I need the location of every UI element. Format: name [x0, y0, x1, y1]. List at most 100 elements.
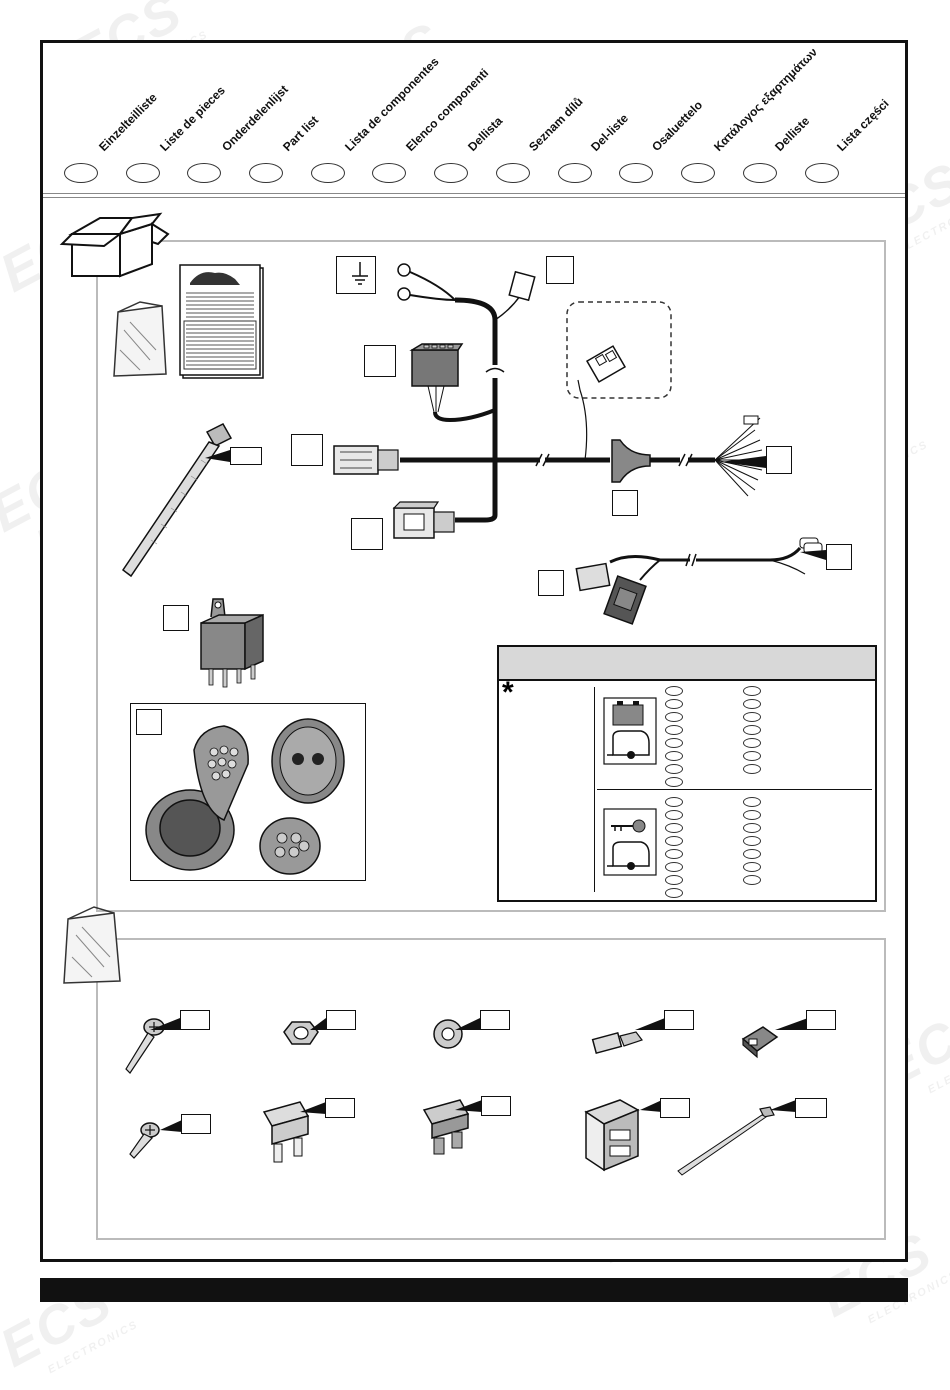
language-checkbox[interactable] — [496, 163, 530, 183]
function-checkbox[interactable] — [743, 699, 761, 709]
long-cable-tie-icon — [677, 1106, 775, 1176]
part-number-box — [364, 345, 396, 377]
control-module-icon — [409, 343, 464, 413]
function-table — [497, 645, 877, 902]
function-checkbox[interactable] — [743, 823, 761, 833]
short-screw-icon — [129, 1122, 160, 1159]
ground-symbol-box — [336, 256, 376, 294]
wiring-harness-diagram — [397, 263, 823, 581]
function-checkbox[interactable] — [743, 797, 761, 807]
plug-connector-icon — [575, 562, 647, 625]
function-checkbox[interactable] — [665, 797, 683, 807]
language-checkbox[interactable] — [681, 163, 715, 183]
header-separator — [43, 193, 905, 194]
language-checkbox[interactable] — [126, 163, 160, 183]
part-number-box — [351, 518, 383, 550]
nut-icon — [283, 1021, 319, 1045]
function-checkbox[interactable] — [665, 810, 683, 820]
function-checkbox[interactable] — [665, 686, 683, 696]
language-checkbox[interactable] — [249, 163, 283, 183]
function-checkbox[interactable] — [665, 738, 683, 748]
callout-pointers — [150, 450, 826, 1132]
function-checkbox[interactable] — [743, 712, 761, 722]
language-checkbox[interactable] — [619, 163, 653, 183]
function-checkbox[interactable] — [665, 836, 683, 846]
part-number-box — [180, 1010, 210, 1030]
part-number-box — [325, 1098, 355, 1118]
dashed-connector-callout — [566, 301, 672, 399]
function-checkbox[interactable] — [743, 836, 761, 846]
spade-terminal-icon — [591, 1031, 643, 1055]
wire-connector-icon — [741, 1026, 779, 1059]
function-checkbox[interactable] — [665, 849, 683, 859]
function-checkbox[interactable] — [743, 738, 761, 748]
function-checkbox[interactable] — [665, 823, 683, 833]
part-number-box — [230, 447, 262, 465]
function-checkbox[interactable] — [665, 699, 683, 709]
header-separator — [43, 197, 905, 198]
mounting-plate-icon — [271, 718, 345, 804]
asterisk-mark: * — [502, 676, 514, 709]
relay-icon — [200, 598, 264, 688]
function-checkbox[interactable] — [743, 810, 761, 820]
lock-washer-icon — [433, 1019, 463, 1049]
mounting-bracket-icon — [584, 1099, 640, 1172]
language-checkbox[interactable] — [743, 163, 777, 183]
instruction-sheet-icon — [179, 264, 264, 379]
function-checkbox[interactable] — [743, 862, 761, 872]
table-divider — [594, 687, 595, 892]
part-number-box — [481, 1096, 511, 1116]
bag-icon — [113, 301, 167, 377]
part-number-box — [181, 1114, 211, 1134]
socket-insert-icon — [259, 817, 321, 875]
ignition-caravan-icon — [603, 808, 657, 876]
function-table-header — [499, 647, 875, 681]
function-checkbox[interactable] — [665, 777, 683, 787]
part-number-box — [136, 709, 162, 735]
part-number-box — [612, 490, 638, 516]
small-parts-bag-icon — [63, 906, 121, 984]
part-number-box — [163, 605, 189, 631]
screw-icon — [125, 1018, 165, 1074]
footer-bar — [40, 1278, 908, 1302]
language-checkbox[interactable] — [311, 163, 345, 183]
part-number-box — [546, 256, 574, 284]
function-checkbox[interactable] — [665, 764, 683, 774]
function-checkbox[interactable] — [665, 862, 683, 872]
language-checkbox[interactable] — [372, 163, 406, 183]
function-checkbox[interactable] — [665, 875, 683, 885]
language-checkbox[interactable] — [64, 163, 98, 183]
function-checkbox[interactable] — [665, 712, 683, 722]
language-checkbox[interactable] — [805, 163, 839, 183]
function-checkbox[interactable] — [665, 725, 683, 735]
ground-icon — [352, 262, 368, 285]
vehicle-connector-icon — [333, 445, 399, 475]
box-icon — [59, 212, 170, 278]
part-number-box — [795, 1098, 827, 1118]
function-checkbox[interactable] — [665, 751, 683, 761]
blade-fuse-icon — [422, 1099, 470, 1155]
small-parts-panel — [96, 938, 886, 1240]
table-divider — [597, 789, 872, 790]
function-checkbox[interactable] — [665, 888, 683, 898]
part-number-box — [660, 1098, 690, 1118]
vehicle-connector-2-icon — [392, 501, 455, 539]
part-number-box — [480, 1010, 510, 1030]
cable-tie-icon — [121, 423, 233, 578]
part-number-box — [538, 570, 564, 596]
function-checkbox[interactable] — [743, 849, 761, 859]
part-number-box — [291, 434, 323, 466]
function-checkbox[interactable] — [743, 875, 761, 885]
part-number-box — [664, 1010, 694, 1030]
function-checkbox[interactable] — [743, 751, 761, 761]
language-checkbox[interactable] — [434, 163, 468, 183]
part-number-box — [766, 446, 792, 474]
function-checkbox[interactable] — [743, 725, 761, 735]
language-checkbox[interactable] — [187, 163, 221, 183]
part-number-box — [806, 1010, 836, 1030]
language-checkbox[interactable] — [558, 163, 592, 183]
function-checkbox[interactable] — [743, 764, 761, 774]
battery-caravan-icon — [603, 697, 657, 765]
part-number-box — [826, 544, 852, 570]
function-checkbox[interactable] — [743, 686, 761, 696]
